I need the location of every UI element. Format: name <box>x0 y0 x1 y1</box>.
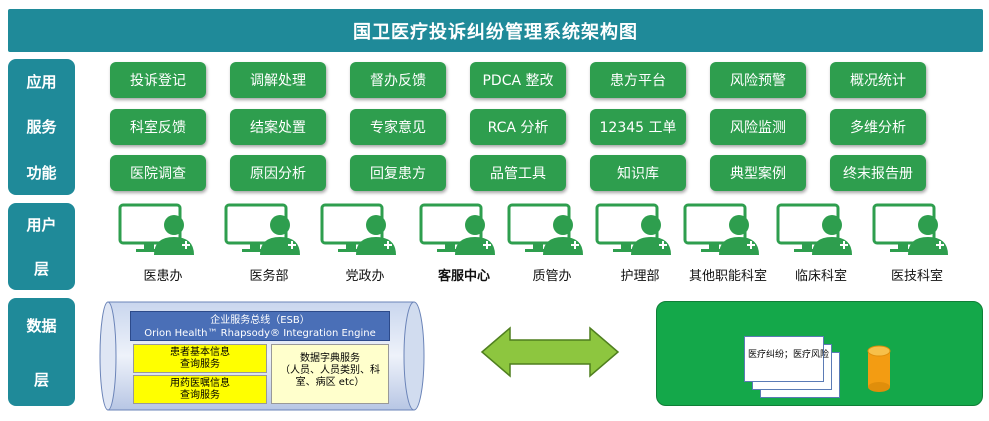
layer-label-user-line1: 用户 <box>26 216 57 235</box>
function-button[interactable]: 投诉登记 <box>110 62 206 98</box>
layer-label-data-line2: 层 <box>33 370 49 389</box>
user-role-label: 医技科室 <box>890 269 943 284</box>
database-icon <box>867 345 891 392</box>
function-button[interactable]: 知识库 <box>590 155 686 191</box>
esb-bar: 企业服务总线（ESB） Orion Health™ Rhapsody® Inte… <box>130 311 390 341</box>
user-computer-icon <box>320 203 396 255</box>
medication-order-service-line1: 用药医嘱信息 <box>170 378 230 389</box>
layer-label-user-line2: 层 <box>33 259 49 278</box>
user-role-item: 医务部 <box>224 203 314 284</box>
esb-title: 企业服务总线（ESB） <box>210 315 310 326</box>
user-computer-icon <box>595 203 671 255</box>
function-button[interactable]: 患方平台 <box>590 62 686 98</box>
user-computer-icon <box>507 203 583 255</box>
esb-engine: Orion Health™ Rhapsody® Integration Engi… <box>144 328 376 339</box>
user-computer-icon <box>419 203 495 255</box>
user-role-label: 医患办 <box>143 269 183 284</box>
layer-label-data-line1: 数据 <box>26 316 57 335</box>
document-label: 医疗纠纷；医疗风险 <box>748 350 830 360</box>
data-dictionary-service-line2: （人员、人员类别、科 <box>280 365 380 376</box>
layer-label-app: 应用 服务 功能 <box>8 59 75 195</box>
user-computer-icon <box>118 203 194 255</box>
patient-info-service-line2: 查询服务 <box>180 359 220 370</box>
user-role-item: 医技科室 <box>872 203 962 284</box>
user-role-item: 护理部 <box>595 203 685 284</box>
user-computer-icon <box>683 203 759 255</box>
data-dictionary-service: 数据字典服务 （人员、人员类别、科 室、病区 etc） <box>271 344 389 404</box>
medication-order-service: 用药医嘱信息 查询服务 <box>133 375 267 404</box>
function-button[interactable]: 医院调查 <box>110 155 206 191</box>
function-button[interactable]: 品管工具 <box>470 155 566 191</box>
function-button[interactable]: 12345 工单 <box>590 109 686 145</box>
function-button[interactable]: 回复患方 <box>350 155 446 191</box>
user-role-label: 护理部 <box>620 269 660 284</box>
function-button[interactable]: 概况统计 <box>830 62 926 98</box>
user-role-label: 临床科室 <box>794 269 847 284</box>
user-computer-icon <box>776 203 852 255</box>
function-button[interactable]: 结案处置 <box>230 109 326 145</box>
user-role-item: 临床科室 <box>776 203 866 284</box>
data-dictionary-service-line3: 室、病区 etc） <box>295 377 365 388</box>
user-role-item: 质管办 <box>507 203 597 284</box>
layer-label-user: 用户 层 <box>8 203 75 290</box>
function-button[interactable]: 多维分析 <box>830 109 926 145</box>
function-button[interactable]: 科室反馈 <box>110 109 206 145</box>
user-role-item: 党政办 <box>320 203 410 284</box>
function-button[interactable]: PDCA 整改 <box>470 62 566 98</box>
layer-label-data: 数据 层 <box>8 298 75 406</box>
user-role-label: 党政办 <box>345 269 385 284</box>
user-role-label: 质管办 <box>532 269 572 284</box>
layer-label-app-line2: 服务 <box>26 118 57 137</box>
function-button[interactable]: 终末报告册 <box>830 155 926 191</box>
function-button[interactable]: RCA 分析 <box>470 109 566 145</box>
patient-info-service-line1: 患者基本信息 <box>170 347 230 358</box>
double-arrow-icon <box>480 326 620 378</box>
patient-info-service: 患者基本信息 查询服务 <box>133 344 267 373</box>
user-role-label: 其他职能科室 <box>688 269 767 284</box>
user-role-item: 其他职能科室 <box>683 203 773 284</box>
function-button[interactable]: 风险监测 <box>710 109 806 145</box>
user-role-label: 医务部 <box>249 269 289 284</box>
function-button[interactable]: 督办反馈 <box>350 62 446 98</box>
function-button[interactable]: 原因分析 <box>230 155 326 191</box>
user-role-item: 医患办 <box>118 203 208 284</box>
function-button[interactable]: 专家意见 <box>350 109 446 145</box>
data-dictionary-service-line1: 数据字典服务 <box>300 353 360 364</box>
layer-label-app-line1: 应用 <box>26 73 57 92</box>
user-role-label: 客服中心 <box>437 269 490 284</box>
function-button[interactable]: 调解处理 <box>230 62 326 98</box>
function-button[interactable]: 风险预警 <box>710 62 806 98</box>
document-stack-front <box>744 336 824 382</box>
page-title: 国卫医疗投诉纠纷管理系统架构图 <box>8 9 983 52</box>
user-computer-icon <box>872 203 948 255</box>
function-button[interactable]: 典型案例 <box>710 155 806 191</box>
user-computer-icon <box>224 203 300 255</box>
medication-order-service-line2: 查询服务 <box>180 390 220 401</box>
user-role-item: 客服中心 <box>419 203 509 284</box>
layer-label-app-line3: 功能 <box>26 163 57 182</box>
